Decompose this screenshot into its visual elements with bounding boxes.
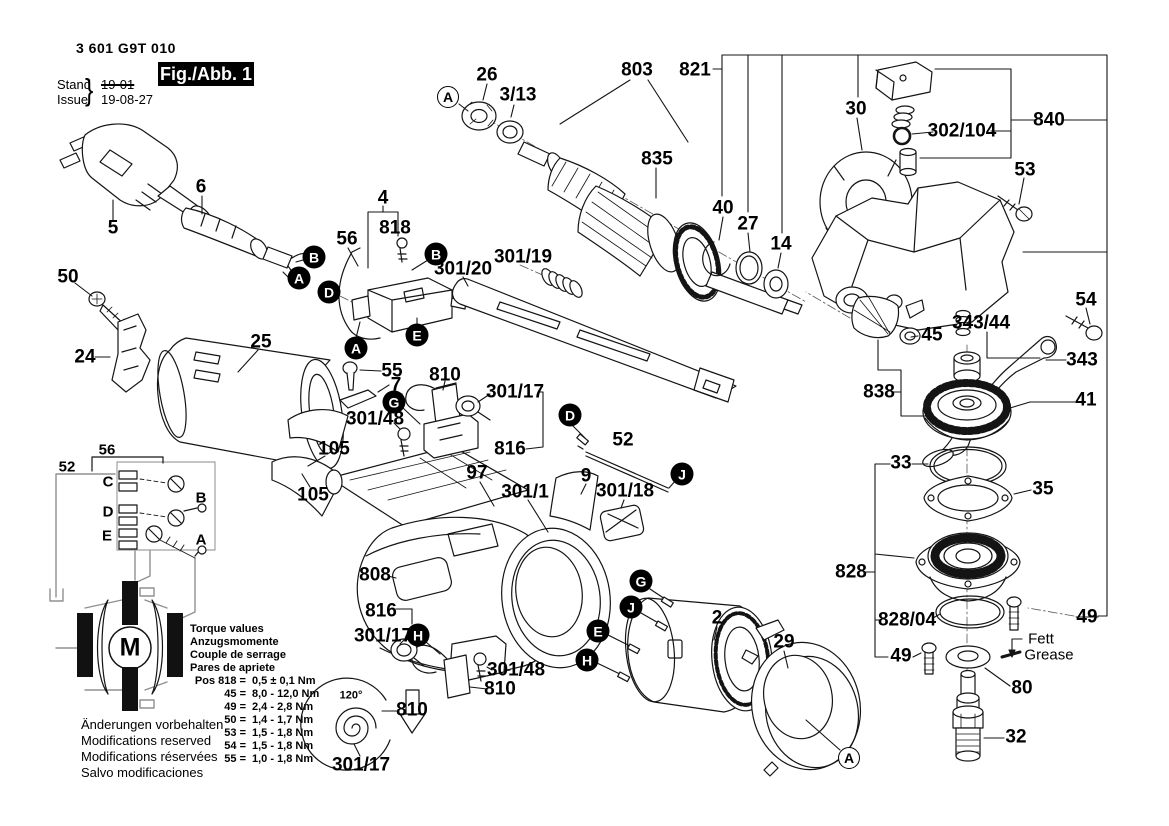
- torque-value: 0,5 ± 0,1 Nm: [252, 675, 316, 687]
- torque-row: 50 = 1,4 - 1,7 Nm: [190, 714, 319, 727]
- bevel-gear-group: [922, 351, 1012, 441]
- torque-row: 54 = 1,5 - 1,8 Nm: [190, 740, 319, 753]
- issue-date: 19-08-27: [101, 92, 154, 107]
- spindle-32: [952, 669, 984, 762]
- lock-button-group: [875, 61, 933, 177]
- torque-header: Pares de apriete: [190, 662, 275, 674]
- switch-assembly: [338, 237, 467, 340]
- liner-shells: [271, 409, 349, 517]
- torque-header: Torque values: [190, 623, 264, 635]
- stator-leads: [576, 433, 674, 683]
- modification-note: Modifications reserved: [81, 733, 212, 748]
- leader-lines: [74, 54, 1108, 757]
- cover-808: [392, 557, 452, 601]
- adjust-knob: [851, 295, 925, 345]
- figure-title: Fig./Abb. 1: [160, 63, 252, 84]
- bearing-14: [763, 269, 789, 299]
- circlip-40: [702, 241, 731, 277]
- o-ring-828-04: [935, 595, 1005, 629]
- torque-header: Couple de serrage: [190, 649, 286, 661]
- sticker-9: [549, 471, 599, 531]
- modification-note: Modifications réservées: [81, 749, 218, 764]
- cover-301-18: [599, 504, 645, 542]
- torque-value: 1,5 - 1,8 Nm: [252, 727, 314, 739]
- screw-54: [1065, 315, 1103, 341]
- switch-lever: [451, 278, 737, 403]
- lever-spring: [541, 268, 583, 298]
- bearing-cap: [741, 641, 862, 777]
- screw-49-right: [1006, 596, 1022, 631]
- bearing-flange-828: [915, 532, 1021, 602]
- armature: [461, 101, 803, 315]
- torque-value: 1,0 - 1,8 Nm: [252, 753, 314, 765]
- washer-80: [945, 645, 991, 669]
- wiring-diagram: [49, 456, 216, 711]
- ring-27: [735, 251, 763, 285]
- torque-position: 53 =: [224, 727, 246, 739]
- stand-label: Stand: [57, 77, 91, 92]
- modification-note: Änderungen vorbehalten: [81, 717, 224, 732]
- motor-housing: [325, 445, 611, 674]
- screw-55-plate-7: [339, 361, 377, 409]
- torque-header: Anzugsmomente: [190, 636, 279, 648]
- figure-title-badge: Fig./Abb. 1: [158, 62, 254, 86]
- torque-position: 45 =: [224, 688, 246, 700]
- torque-position: 50 =: [224, 714, 246, 726]
- torque-row: 49 =2,4 - 2,8 Nm: [190, 701, 319, 714]
- modification-note: Salvo modificaciones: [81, 765, 204, 780]
- torque-position: Pos 818 =: [194, 675, 246, 687]
- torque-row: 45 =8,0 - 12,0 Nm: [190, 688, 319, 701]
- issue-label: Issue: [57, 92, 89, 107]
- screw-53: [997, 195, 1033, 222]
- torque-value: 1,5 - 1,8 Nm: [252, 740, 314, 752]
- document-part-number: 3 601 G9T 010: [76, 40, 176, 56]
- torque-row: Pos 818 = 0,5 ± 0,1 Nm: [190, 675, 319, 688]
- torque-row: 53 = 1,5 - 1,8 Nm: [190, 727, 319, 740]
- mounting-shield: [111, 313, 151, 393]
- screw-49-left: [921, 642, 937, 675]
- cord-grommet: [180, 207, 313, 283]
- date-brace: }: [85, 72, 94, 107]
- brush-assembly-top: [393, 382, 491, 459]
- pin-52: [577, 445, 669, 493]
- torque-position: 55 =: [224, 753, 246, 765]
- superseded-date: 19-01: [101, 77, 135, 92]
- torque-position: 54 =: [224, 740, 246, 752]
- flange-35: [923, 475, 1013, 522]
- torque-value: 1,4 - 1,7 Nm: [252, 714, 314, 726]
- coil-spring: [300, 677, 426, 771]
- gear-housing: [811, 181, 1015, 331]
- torque-position: 49 =: [224, 701, 246, 713]
- torque-row: 55 = 1,0 - 1,8 Nm: [190, 753, 319, 766]
